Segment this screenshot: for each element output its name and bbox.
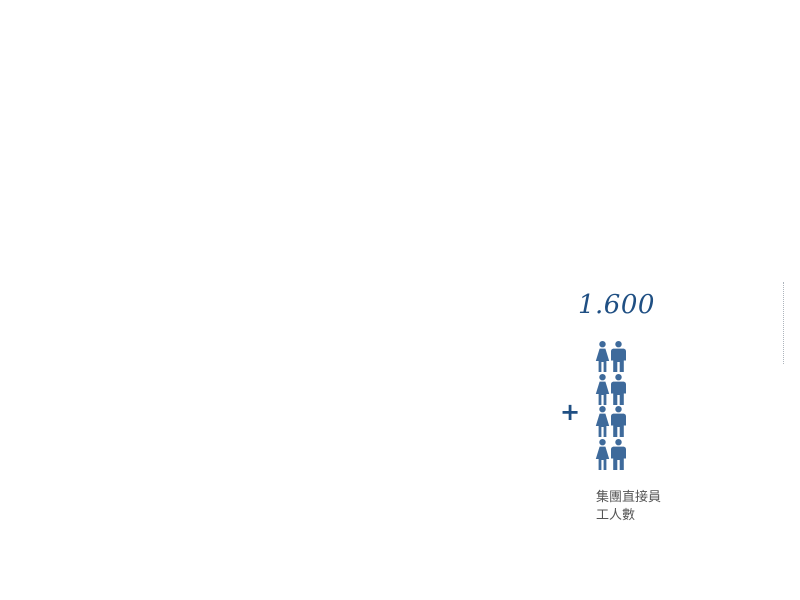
man-icon xyxy=(611,406,626,437)
employee-count-label-line-1: 集團直接員 xyxy=(596,490,662,505)
woman-icon xyxy=(595,373,610,405)
people-icon-grid xyxy=(595,341,629,471)
woman-icon xyxy=(595,438,610,470)
man-icon xyxy=(611,341,626,372)
woman-icon xyxy=(595,341,610,372)
employee-count-value: 1.600 xyxy=(578,290,655,320)
dotted-divider xyxy=(783,282,784,364)
man-icon xyxy=(611,373,626,405)
plus-icon: + xyxy=(560,398,581,426)
man-icon xyxy=(611,438,626,470)
woman-icon xyxy=(595,406,610,437)
employee-count-label: 集團直接員 工人數 xyxy=(596,489,661,525)
employee-count-label-line-2: 工人數 xyxy=(596,508,636,523)
